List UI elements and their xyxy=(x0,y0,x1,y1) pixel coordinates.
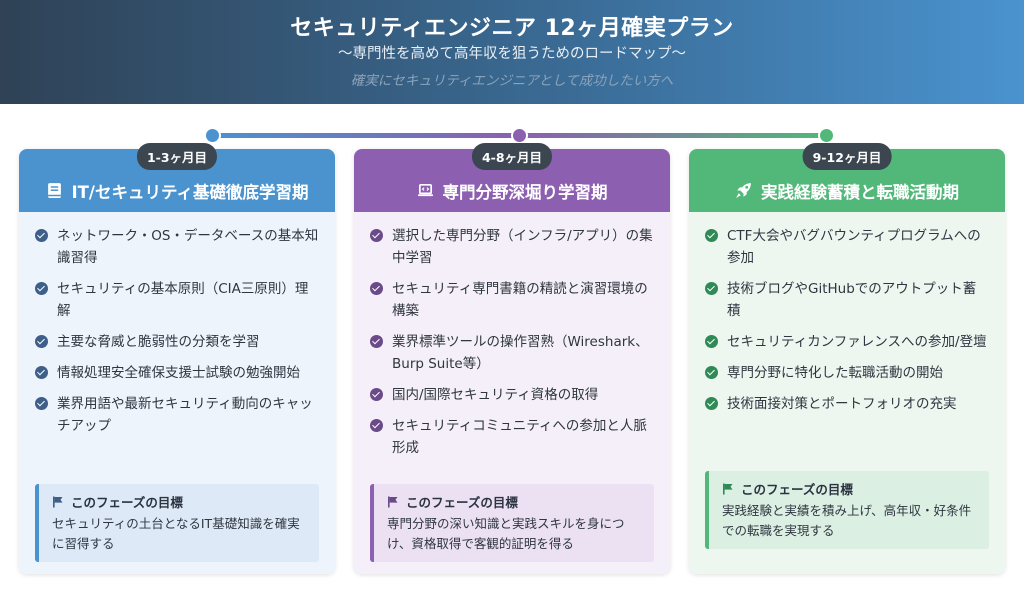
goal-title: このフェーズの目標 xyxy=(406,495,518,510)
list-item: CTF大会やバグバウンティプログラムへの参加 xyxy=(705,225,989,269)
check-circle-icon xyxy=(370,335,383,348)
list-item: 業界標準ツールの操作習熟（Wireshark、Burp Suite等） xyxy=(370,331,654,375)
check-circle-icon xyxy=(35,229,48,242)
goal-title: このフェーズの目標 xyxy=(741,482,853,497)
book-icon xyxy=(47,183,61,198)
check-circle-icon xyxy=(705,282,718,295)
list-item: セキュリティ専門書籍の精読と演習環境の構築 xyxy=(370,278,654,322)
check-circle-icon xyxy=(370,388,383,401)
list-item: ネットワーク・OS・データベースの基本知識習得 xyxy=(35,225,319,269)
phase-card-1: 1-3ヶ月目 IT/セキュリティ基礎徹底学習期 ネットワーク・OS・データベース… xyxy=(19,143,335,574)
phase-period-badge: 4-8ヶ月目 xyxy=(471,143,553,170)
check-circle-icon xyxy=(705,229,718,242)
list-item: 技術ブログやGitHubでのアウトプット蓄積 xyxy=(705,278,989,322)
phase-title: 専門分野深堀り学習期 xyxy=(442,182,608,202)
list-item: 技術面接対策とポートフォリオの充実 xyxy=(705,393,989,415)
list-item: セキュリティカンファレンスへの参加/登壇 xyxy=(705,331,989,353)
phase-period-badge: 9-12ヶ月目 xyxy=(802,143,892,170)
goal-text: セキュリティの土台となるIT基礎知識を確実に習得する xyxy=(52,516,300,551)
check-circle-icon xyxy=(705,335,718,348)
check-circle-icon xyxy=(370,419,383,432)
roadmap-area: 1-3ヶ月目 IT/セキュリティ基礎徹底学習期 ネットワーク・OS・データベース… xyxy=(0,104,1024,594)
check-circle-icon xyxy=(35,335,48,348)
phase-title: 実践経験蓄積と転職活動期 xyxy=(761,182,959,202)
goal-text: 専門分野の深い知識と実践スキルを身につけ、資格取得で客観的証明を得る xyxy=(387,516,625,551)
rocket-icon xyxy=(736,183,751,198)
phase-goal-box: このフェーズの目標 セキュリティの土台となるIT基礎知識を確実に習得する xyxy=(35,484,319,562)
list-item: 業界用語や最新セキュリティ動向のキャッチアップ xyxy=(35,393,319,437)
list-item: セキュリティの基本原則（CIA三原則）理解 xyxy=(35,278,319,322)
list-item: 国内/国際セキュリティ資格の取得 xyxy=(370,384,654,406)
goal-text: 実践経験と実績を積み上げ、高年収・好条件での転職を実現する xyxy=(722,503,972,538)
timeline-dot-phase-3 xyxy=(818,127,835,144)
phase-item-list: 選択した専門分野（インフラ/アプリ）の集中学習 セキュリティ専門書籍の精読と演習… xyxy=(370,225,654,468)
list-item: 専門分野に特化した転職活動の開始 xyxy=(705,362,989,384)
phase-card-2: 4-8ヶ月目 専門分野深堀り学習期 選択した専門分野（インフラ/アプリ）の集中学… xyxy=(354,143,670,574)
check-circle-icon xyxy=(370,282,383,295)
flag-icon xyxy=(388,496,398,507)
check-circle-icon xyxy=(705,366,718,379)
list-item: セキュリティコミュニティへの参加と人脈形成 xyxy=(370,415,654,459)
laptop-code-icon xyxy=(417,183,433,197)
phase-item-list: CTF大会やバグバウンティプログラムへの参加 技術ブログやGitHubでのアウト… xyxy=(705,225,989,424)
page-tagline: 確実にセキュリティエンジニアとして成功したい方へ xyxy=(350,73,674,89)
check-circle-icon xyxy=(370,229,383,242)
phase-title: IT/セキュリティ基礎徹底学習期 xyxy=(71,182,309,202)
phase-card-3: 9-12ヶ月目 実践経験蓄積と転職活動期 CTF大会やバグバウンティプログラムへ… xyxy=(689,143,1005,574)
page-subtitle: 〜専門性を高めて高年収を狙うためのロードマップ〜 xyxy=(338,46,686,62)
check-circle-icon xyxy=(35,282,48,295)
flag-icon xyxy=(723,483,733,494)
check-circle-icon xyxy=(35,366,48,379)
check-circle-icon xyxy=(705,397,718,410)
phase-period-badge: 1-3ヶ月目 xyxy=(136,143,218,170)
goal-title: このフェーズの目標 xyxy=(71,495,183,510)
list-item: 主要な脅威と脆弱性の分類を学習 xyxy=(35,331,319,353)
timeline-dot-phase-1 xyxy=(204,127,221,144)
page-title: セキュリティエンジニア 12ヶ月確実プラン xyxy=(290,16,734,41)
list-item: 選択した専門分野（インフラ/アプリ）の集中学習 xyxy=(370,225,654,269)
page-header: セキュリティエンジニア 12ヶ月確実プラン 〜専門性を高めて高年収を狙うためのロ… xyxy=(0,0,1024,104)
phase-header: IT/セキュリティ基礎徹底学習期 xyxy=(19,149,335,212)
phase-item-list: ネットワーク・OS・データベースの基本知識習得 セキュリティの基本原則（CIA三… xyxy=(35,225,319,446)
flag-icon xyxy=(53,496,63,507)
check-circle-icon xyxy=(35,397,48,410)
list-item: 情報処理安全確保支援士試験の勉強開始 xyxy=(35,362,319,384)
phase-goal-box: このフェーズの目標 専門分野の深い知識と実践スキルを身につけ、資格取得で客観的証… xyxy=(370,484,654,562)
phase-goal-box: このフェーズの目標 実践経験と実績を積み上げ、高年収・好条件での転職を実現する xyxy=(705,471,989,549)
timeline-dot-phase-2 xyxy=(511,127,528,144)
